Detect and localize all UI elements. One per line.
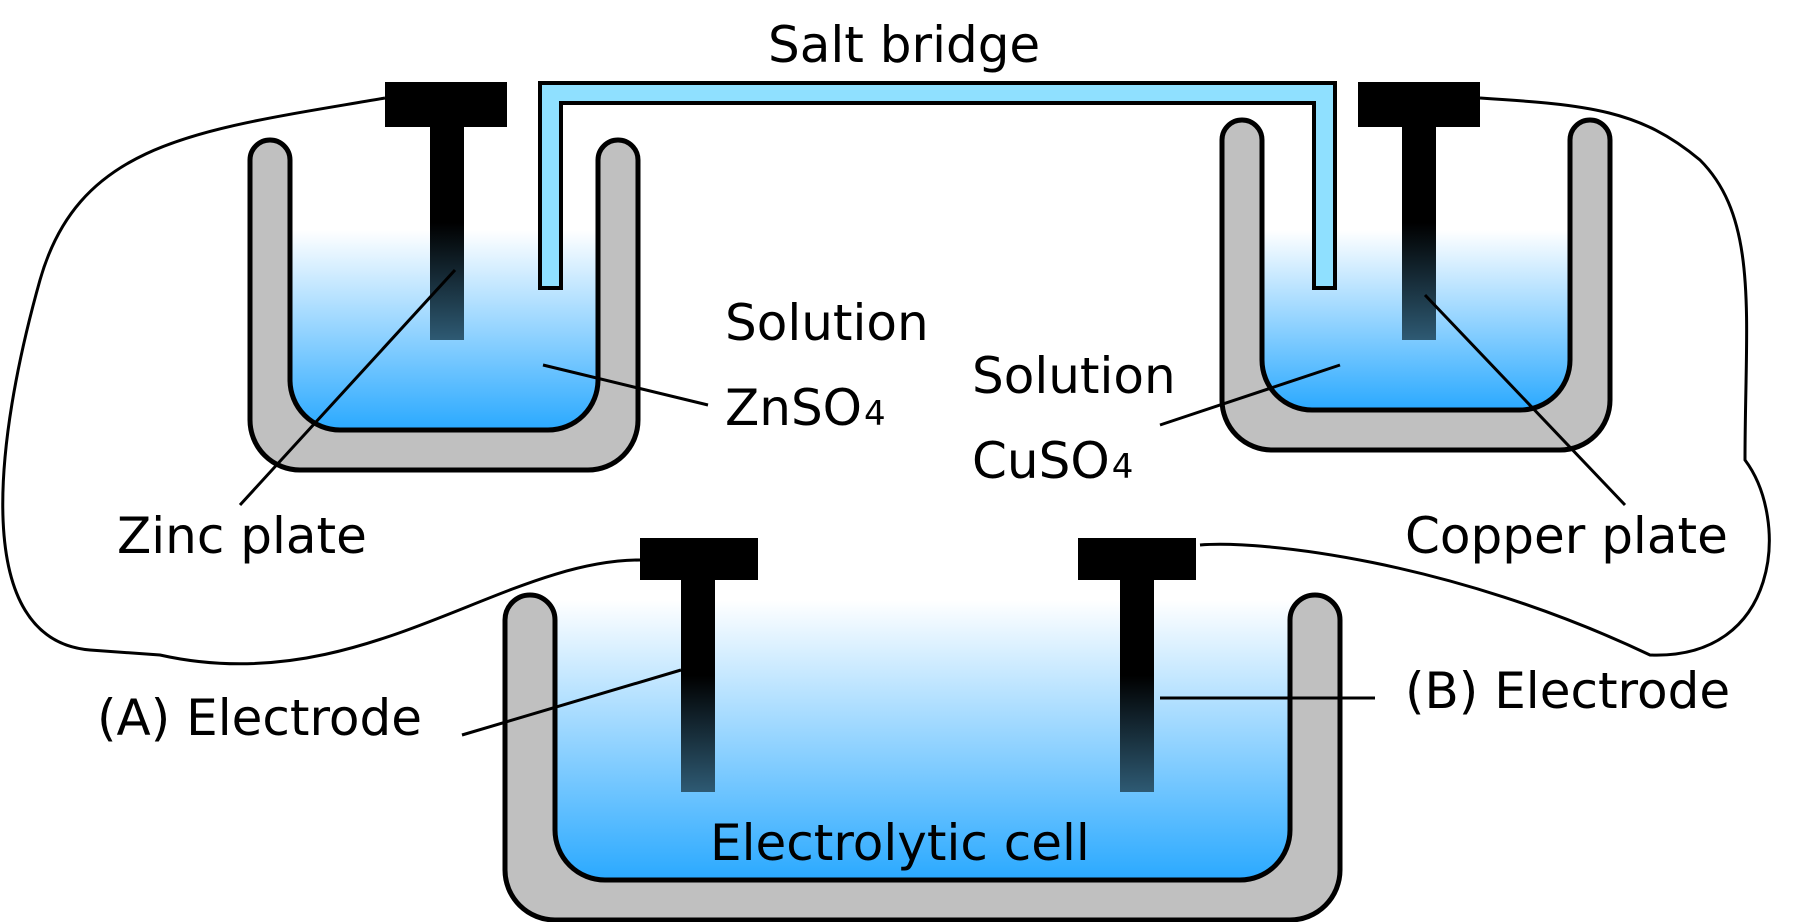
zinc-plate-cap	[385, 82, 507, 127]
label-solution-zn-formula: ZnSO4	[725, 379, 886, 437]
salt-bridge-tube	[538, 81, 1337, 290]
label-electrode-b: (B) Electrode	[1405, 662, 1730, 720]
electrode-a-cap	[640, 538, 758, 580]
copper-plate-rod	[1402, 127, 1436, 340]
label-electrode-a: (A) Electrode	[97, 689, 422, 747]
electrolytic-cell	[502, 538, 1343, 922]
leader-copper-plate	[1423, 293, 1627, 507]
leader-electrode-a	[461, 668, 682, 737]
electrode-a-rod	[681, 580, 715, 792]
electrolytic-beaker	[502, 592, 1343, 922]
copper-half-cell	[1219, 82, 1613, 453]
copper-beaker	[1219, 117, 1613, 453]
leader-solution-cu	[1159, 363, 1341, 427]
formula-znso: ZnSO	[725, 379, 862, 437]
zinc-half-cell	[247, 82, 641, 473]
label-electrolytic-cell: Electrolytic cell	[710, 814, 1090, 872]
zinc-beaker	[247, 137, 641, 473]
wire-zinc-to-electrode-b	[1, 96, 641, 666]
formula-cu-subscript: 4	[1112, 447, 1134, 487]
label-solution-zn-word: Solution	[725, 294, 929, 352]
formula-cuso: CuSO	[972, 432, 1110, 490]
wire-copper-to-electrode-a	[1199, 96, 1771, 657]
zinc-plate-rod	[430, 127, 464, 340]
formula-zn-subscript: 4	[864, 394, 886, 434]
electrode-b-rod	[1120, 580, 1154, 792]
label-solution-cu-formula: CuSO4	[972, 432, 1133, 490]
leader-zinc-plate	[238, 268, 457, 507]
label-salt-bridge: Salt bridge	[768, 16, 1040, 74]
label-solution-cu-word: Solution	[972, 347, 1176, 405]
leader-solution-zn	[542, 363, 709, 407]
electrolyte-solution	[550, 600, 1295, 880]
label-zinc-plate: Zinc plate	[117, 507, 367, 565]
electrode-b-cap	[1078, 538, 1196, 580]
label-copper-plate: Copper plate	[1405, 507, 1728, 565]
copper-plate-cap	[1358, 82, 1480, 127]
